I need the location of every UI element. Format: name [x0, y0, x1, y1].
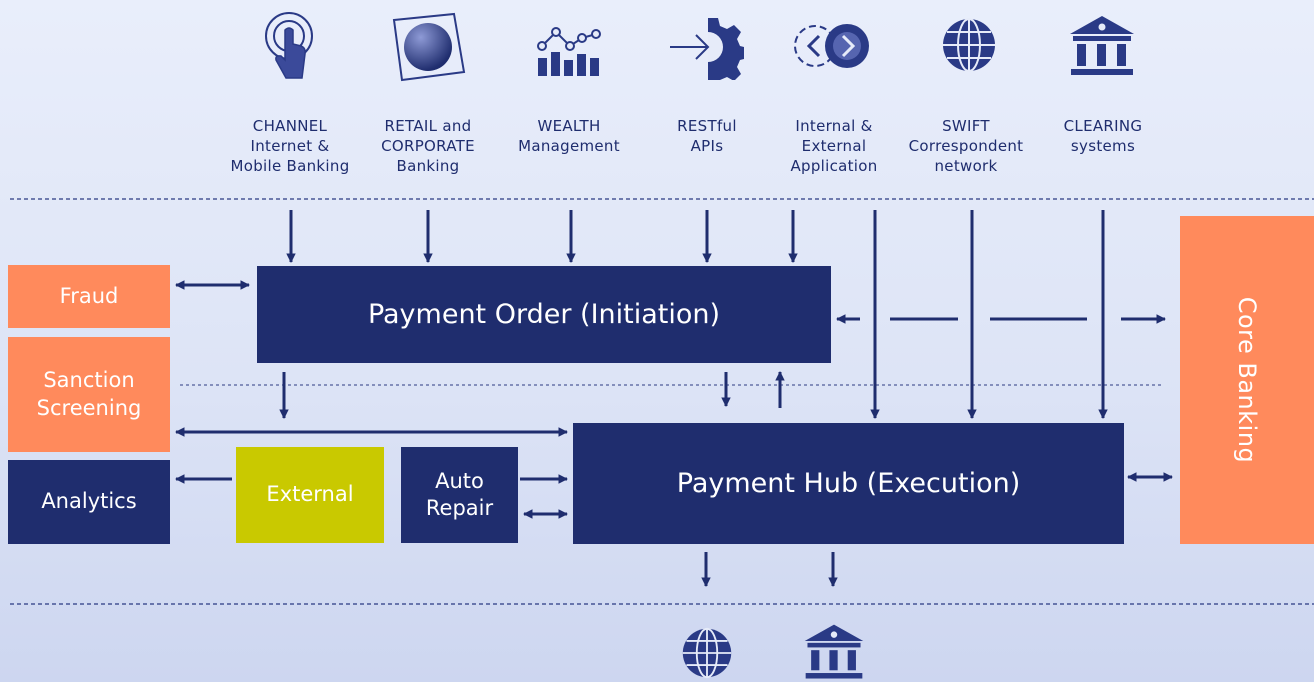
- code-gears-icon: [794, 24, 869, 68]
- bank-icon: [1070, 16, 1134, 75]
- source-label-swift: SWIFT Correspondent network: [908, 117, 1024, 175]
- touch-icon: [265, 12, 313, 79]
- globe-icon: [682, 627, 732, 679]
- source-label-clearing: CLEARING systems: [1063, 117, 1143, 155]
- bank-icon: [804, 624, 864, 679]
- auto-repair-block: Auto Repair: [401, 447, 518, 543]
- core-banking-label: Core Banking: [1233, 296, 1261, 464]
- source-label-channel: CHANNEL Internet & Mobile Banking: [230, 117, 350, 175]
- payment-order-block: Payment Order (Initiation): [257, 266, 831, 363]
- source-label-retail: RETAIL and CORPORATE Banking: [381, 117, 475, 175]
- source-label-restful: RESTful APIs: [677, 117, 737, 155]
- sanction-screening-block: Sanction Screening: [8, 337, 170, 452]
- source-label-internal: Internal & External Application: [790, 117, 878, 175]
- payment-hub-block: Payment Hub (Execution): [573, 423, 1124, 544]
- external-block: External: [236, 447, 384, 543]
- source-label-wealth: WEALTH Management: [518, 117, 620, 155]
- fraud-block: Fraud: [8, 265, 170, 328]
- chart-icon: [537, 27, 601, 76]
- globe-icon: [943, 18, 995, 72]
- api-gear-icon: [670, 18, 744, 80]
- analytics-block: Analytics: [8, 460, 170, 544]
- core-banking-block: Core Banking: [1180, 216, 1314, 544]
- sphere-icon: [392, 12, 466, 82]
